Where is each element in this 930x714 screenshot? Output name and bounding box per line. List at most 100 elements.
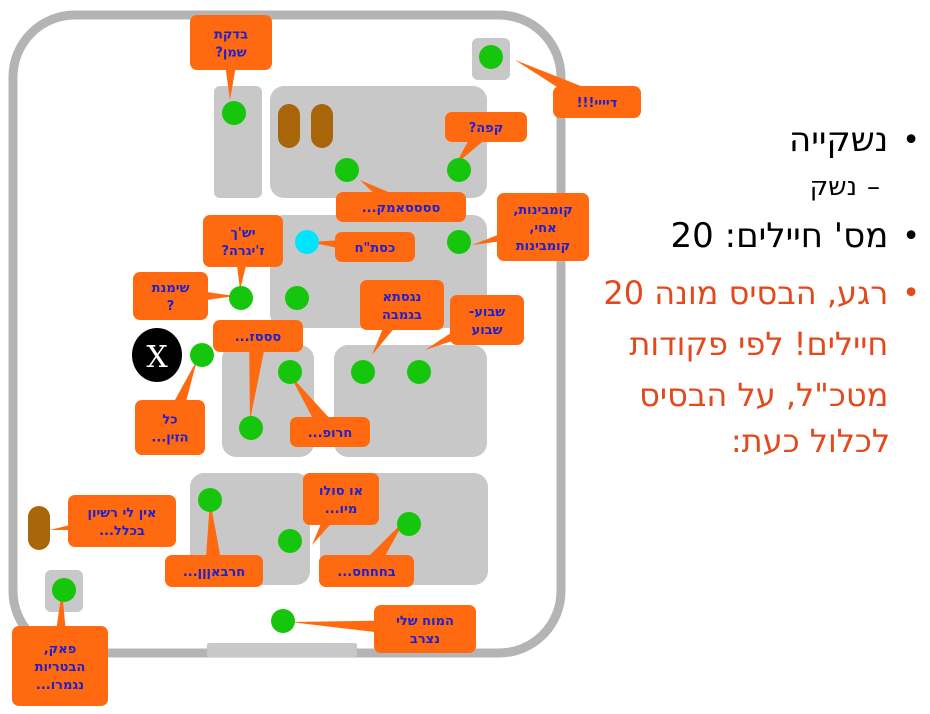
soldier-dot[interactable] bbox=[239, 416, 263, 440]
bullet-dot: • bbox=[902, 276, 920, 311]
soldier-dot[interactable] bbox=[335, 158, 359, 182]
soldier-dot[interactable] bbox=[52, 578, 76, 602]
bullet-text: נשקייה bbox=[789, 120, 889, 160]
callout-box bbox=[336, 192, 466, 222]
callout-pointer bbox=[249, 335, 267, 420]
soldier-dot[interactable] bbox=[278, 529, 302, 553]
callout-soz: סססז... bbox=[213, 320, 303, 420]
callout-text: שימנת bbox=[152, 281, 190, 296]
callout-box bbox=[450, 295, 524, 345]
callout-nagasta: נגסתא בגמבה bbox=[360, 280, 444, 355]
soldier-dot[interactable] bbox=[278, 360, 302, 384]
callout-box bbox=[190, 15, 272, 70]
highlight-dot[interactable] bbox=[295, 230, 319, 254]
callout-katkah: כסת"ח bbox=[310, 232, 415, 262]
callout-box bbox=[133, 272, 208, 320]
callout-text: דיייי!!! bbox=[577, 96, 618, 111]
callout-text: כל bbox=[162, 413, 177, 428]
sub-bullet-dash: – bbox=[867, 172, 880, 202]
callout-text: שבוע- bbox=[469, 305, 505, 320]
callout-text: ססססאמק... bbox=[362, 201, 441, 216]
sub-bullet-weapon: – נשק bbox=[560, 172, 920, 202]
barrel-icon bbox=[28, 506, 50, 550]
callout-text: שמן? bbox=[215, 46, 246, 61]
callout-text: חרבאןןן... bbox=[183, 565, 245, 580]
soldier-dot[interactable] bbox=[285, 286, 309, 310]
callout-all-lazin: כל הזין... bbox=[135, 360, 205, 455]
callout-text: כסת"ח bbox=[355, 241, 396, 256]
soldier-dot[interactable] bbox=[271, 609, 295, 633]
soldier-dot[interactable] bbox=[397, 512, 421, 536]
callout-box bbox=[319, 555, 414, 587]
callout-sosam: ססססאמק... bbox=[336, 180, 466, 222]
bullet-dot: • bbox=[902, 218, 920, 254]
callout-text: הזין... bbox=[151, 431, 188, 446]
bullet-list: • נשקייה – נשק • מס' חיילים: 20 • רגע, ה… bbox=[560, 120, 920, 460]
callout-shift: שימנת? bbox=[133, 272, 235, 320]
callout-kharbaan: חרבאןןן... bbox=[165, 500, 263, 587]
soldier-dot[interactable] bbox=[447, 158, 471, 182]
soldier-dot[interactable] bbox=[479, 45, 503, 69]
callout-cigarette: יש'ך ז'יגרה? bbox=[203, 215, 283, 290]
callout-box bbox=[553, 86, 641, 118]
callout-box bbox=[135, 400, 205, 455]
barrel-icon bbox=[278, 104, 300, 148]
soldier-dot[interactable] bbox=[222, 101, 246, 125]
soldier-dot[interactable] bbox=[229, 286, 253, 310]
callout-text: ז'יגרה? bbox=[221, 244, 264, 259]
soldier-dot[interactable] bbox=[190, 343, 214, 367]
callout-box bbox=[303, 473, 379, 525]
callout-box bbox=[445, 112, 527, 142]
callout-text: נגמרו... bbox=[36, 678, 84, 693]
callout-box bbox=[203, 215, 283, 267]
callout-text: שבוע bbox=[472, 323, 503, 338]
callout-text: יש'ך bbox=[230, 226, 255, 241]
soldier-dot[interactable] bbox=[447, 230, 471, 254]
callout-text: או סולו bbox=[319, 484, 363, 499]
callout-box bbox=[335, 232, 415, 262]
bullet-wait: • רגע, הבסיס מונה 20 חיילים! לפי פקודות … bbox=[560, 268, 920, 422]
soldier-dot[interactable] bbox=[351, 360, 375, 384]
callout-text: פאק, bbox=[44, 642, 77, 657]
barrel-icon bbox=[311, 104, 333, 148]
callout-text: אחי, bbox=[529, 221, 556, 236]
bullet-include: לכלול כעת: bbox=[730, 421, 890, 460]
callout-no-license: אין לי רשיון בכלל... bbox=[50, 495, 176, 547]
bullet-dot: • bbox=[902, 122, 920, 158]
callout-text: קפה? bbox=[469, 121, 504, 136]
callout-box bbox=[165, 555, 263, 587]
callout-text: נגסתא bbox=[383, 290, 422, 305]
callout-text: סססז... bbox=[235, 330, 282, 345]
callout-text: מיו... bbox=[325, 502, 358, 517]
callout-diiii: דיייי!!! bbox=[515, 60, 641, 118]
callout-or-solo: או סולו מיו... bbox=[303, 473, 379, 545]
callout-kharof: חרופ... bbox=[290, 375, 370, 447]
bullet-soldiers: • מס' חיילים: 20 bbox=[560, 216, 920, 256]
callout-text: אין לי רשיון bbox=[88, 506, 157, 521]
callout-text: קומבינות, bbox=[513, 203, 572, 218]
callout-text: בגמבה bbox=[382, 308, 422, 323]
callout-fak: פאק, הבטריות נגמרו... bbox=[12, 590, 108, 706]
callout-oil-check: בדקת שמן? bbox=[190, 15, 272, 100]
callout-combinations: קומבינות, אחי, קומבינות bbox=[472, 193, 589, 261]
callout-text: בדקת bbox=[214, 28, 248, 43]
callout-text: ? bbox=[167, 299, 175, 314]
callout-text: המוח שלי bbox=[396, 614, 454, 629]
callout-text: חרופ... bbox=[308, 426, 353, 441]
soldier-dot[interactable] bbox=[407, 360, 431, 384]
callout-text: בכלל... bbox=[99, 524, 145, 539]
x-marker-label: X bbox=[146, 340, 168, 375]
x-marker[interactable] bbox=[132, 328, 182, 382]
callout-box bbox=[360, 280, 444, 330]
callout-box bbox=[12, 626, 108, 706]
callout-week: שבוע- שבוע bbox=[425, 295, 524, 350]
callout-text: הבטריות bbox=[35, 660, 86, 675]
callout-pointer bbox=[205, 500, 223, 572]
callout-box bbox=[497, 193, 589, 261]
callout-coffee: קפה? bbox=[445, 112, 527, 165]
soldier-dot[interactable] bbox=[198, 488, 222, 512]
bullet-text: רגע, הבסיס מונה 20 חיילים! לפי פקודות מט… bbox=[603, 274, 889, 415]
callout-text: קומבינות bbox=[516, 239, 570, 254]
callout-text: בחחחס... bbox=[337, 565, 395, 580]
